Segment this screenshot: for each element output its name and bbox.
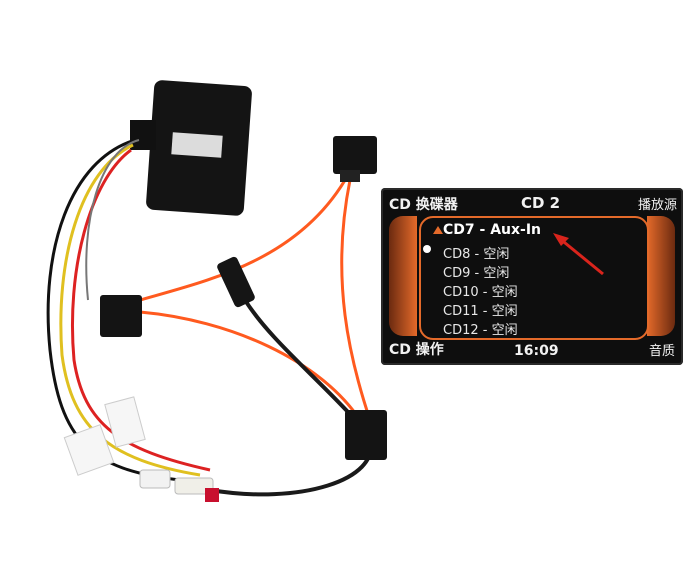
display-footer-left: CD 操作 — [389, 342, 444, 358]
track-item: CD10 - 空闲 — [443, 285, 518, 300]
display-header-left: CD 换碟器 — [389, 197, 458, 213]
rca-plugs — [63, 396, 219, 502]
fiber-connector-left — [100, 295, 142, 337]
display-header-right: 播放源 — [637, 198, 677, 213]
track-item: CD11 - 空闲 — [443, 304, 518, 319]
display-left-accent — [389, 216, 417, 336]
track-item: CD8 - 空闲 — [443, 247, 510, 262]
aux-jack — [217, 256, 255, 308]
track-item-selected: CD7 - Aux-In — [443, 222, 542, 238]
scroll-dot-icon — [423, 245, 431, 253]
module-connector — [130, 120, 156, 150]
fiber-connector-bottom — [345, 410, 387, 460]
wiring-harness — [46, 138, 373, 497]
display-header-center: CD 2 — [521, 194, 561, 212]
display-footer-right: 音质 — [648, 344, 675, 359]
track-item: CD9 - 空闲 — [443, 266, 510, 281]
selection-marker-icon — [433, 226, 443, 234]
track-list-frame — [419, 216, 649, 340]
track-item: CD12 - 空闲 — [443, 323, 518, 338]
display-right-accent — [647, 216, 675, 336]
display-clock: 16:09 — [514, 343, 559, 359]
interface-module — [130, 80, 252, 216]
fiber-connector-top — [333, 136, 377, 182]
cd-changer-display: CD 换碟器 CD 2 播放源 CD7 - Aux-In CD8 - 空闲 CD… — [381, 188, 683, 365]
annotation-arrow-icon — [553, 233, 604, 276]
